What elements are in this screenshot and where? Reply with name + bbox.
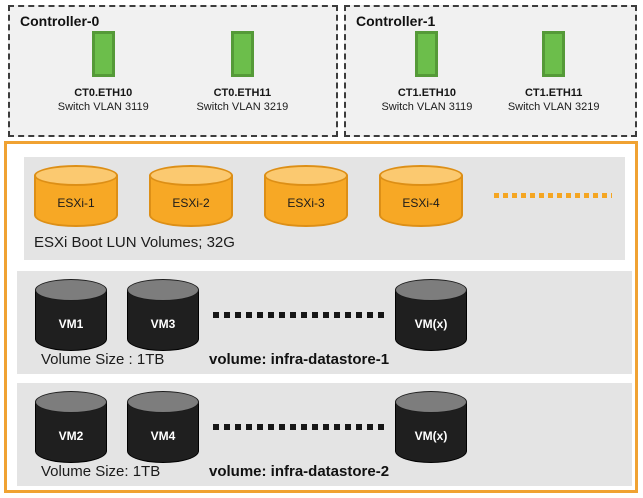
- esxi-boot-volume-cylinder: ESXi-1: [34, 165, 118, 227]
- datastore-2-panel: VM2 VM4 VM(x) Volume Size: 1TB volume: i…: [17, 383, 632, 486]
- volume-name-label: volume: infra-datastore-1: [209, 351, 390, 368]
- cylinder-body: VM(x): [395, 290, 467, 351]
- port-name: CT1.ETH11: [524, 87, 583, 99]
- vm-x-volume-cylinder: VM(x): [395, 279, 467, 351]
- vm-volume-label: VM1: [58, 317, 84, 331]
- more-vms-dots-icon: [213, 312, 389, 318]
- vm-x-volume-cylinder: VM(x): [395, 391, 467, 463]
- port-name: CT1.ETH10: [397, 87, 456, 99]
- cylinder-top: [379, 165, 463, 186]
- storage-array-box: ESXi-1 ESXi-2 ESXi-3 ESXi-4: [4, 141, 638, 493]
- port-vlan: Switch VLAN 3219: [507, 101, 600, 113]
- cylinder-top: [395, 279, 467, 301]
- vm-volume-label: VM(x): [414, 429, 448, 443]
- volume-size-label: Volume Size: 1TB: [41, 463, 161, 480]
- port-vlan: Switch VLAN 3219: [196, 101, 289, 113]
- cylinder-top: [127, 391, 199, 413]
- cylinder-top: [127, 279, 199, 301]
- nic-port-icon: [542, 31, 566, 77]
- controller-1-ports-row: CT1.ETH10 Switch VLAN 3119 CT1.ETH11 Swi…: [346, 31, 635, 114]
- cylinder-body: VM1: [35, 290, 107, 351]
- port-ct1-eth10: CT1.ETH10 Switch VLAN 3119: [381, 31, 472, 114]
- controller-0-box: Controller-0 CT0.ETH10 Switch VLAN 3119 …: [8, 5, 338, 137]
- port-vlan: Switch VLAN 3119: [381, 101, 473, 113]
- vm-volume-cylinder: VM4: [127, 391, 199, 463]
- esxi-boot-volume-cylinder: ESXi-3: [264, 165, 348, 227]
- nic-port-icon: [91, 31, 115, 77]
- volume-size-label: Volume Size : 1TB: [41, 351, 165, 368]
- cylinder-top: [149, 165, 233, 186]
- cylinder-top: [264, 165, 348, 186]
- controller-0-title: Controller-0: [20, 13, 100, 29]
- esxi-volume-label: ESXi-4: [402, 196, 440, 210]
- port-ct0-eth10: CT0.ETH10 Switch VLAN 3119: [58, 31, 149, 114]
- controller-0-ports-row: CT0.ETH10 Switch VLAN 3119 CT0.ETH11 Swi…: [10, 31, 336, 114]
- vm-volume-label: VM3: [150, 317, 176, 331]
- port-ct0-eth11: CT0.ETH11 Switch VLAN 3219: [196, 31, 288, 114]
- cylinder-top: [35, 391, 107, 413]
- esxi-volume-label: ESXi-3: [287, 196, 325, 210]
- cylinder-top: [34, 165, 118, 186]
- boot-lun-caption: ESXi Boot LUN Volumes; 32G: [34, 234, 235, 251]
- controller-1-box: Controller-1 CT1.ETH10 Switch VLAN 3119 …: [344, 5, 637, 137]
- controller-1-title: Controller-1: [356, 13, 436, 29]
- port-vlan: Switch VLAN 3119: [57, 101, 149, 113]
- esxi-boot-volume-cylinder: ESXi-4: [379, 165, 463, 227]
- more-volumes-dots-icon: [494, 193, 612, 198]
- vm-volume-label: VM4: [150, 429, 176, 443]
- cylinder-top: [395, 391, 467, 413]
- more-vms-dots-icon: [213, 424, 389, 430]
- port-name: CT0.ETH11: [213, 87, 272, 99]
- vm-volume-cylinder: VM3: [127, 279, 199, 351]
- esxi-volume-label: ESXi-1: [57, 196, 95, 210]
- datastore-1-panel: VM1 VM3 VM(x) Volume Size : 1TB volume: …: [17, 271, 632, 374]
- vm-volume-cylinder: VM2: [35, 391, 107, 463]
- nic-port-icon: [415, 31, 439, 77]
- volume-name-label: volume: infra-datastore-2: [209, 463, 390, 480]
- nic-port-icon: [230, 31, 254, 77]
- vm-volume-label: VM(x): [414, 317, 448, 331]
- esxi-boot-volume-cylinder: ESXi-2: [149, 165, 233, 227]
- port-name: CT0.ETH10: [74, 87, 133, 99]
- port-ct1-eth11: CT1.ETH11 Switch VLAN 3219: [508, 31, 600, 114]
- esxi-volume-label: ESXi-2: [172, 196, 210, 210]
- vm-volume-cylinder: VM1: [35, 279, 107, 351]
- cylinder-top: [35, 279, 107, 301]
- boot-lun-panel: ESXi-1 ESXi-2 ESXi-3 ESXi-4: [24, 157, 625, 260]
- vm-volume-label: VM2: [58, 429, 84, 443]
